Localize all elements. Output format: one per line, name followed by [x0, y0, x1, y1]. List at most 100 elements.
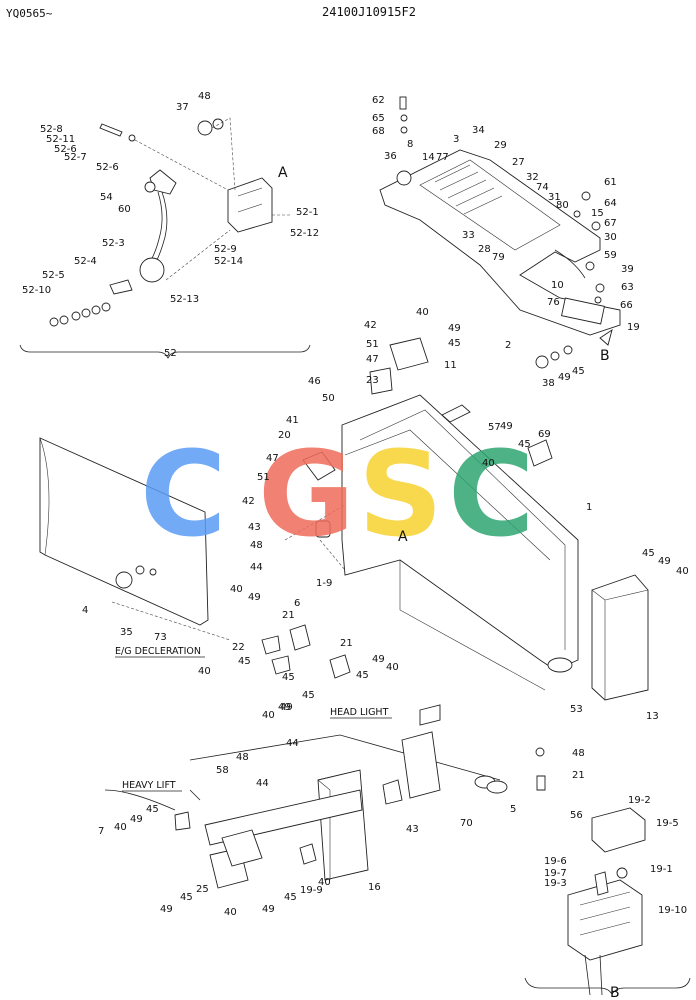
part-number-label: 21 — [282, 610, 295, 621]
part-number-label: 45 — [146, 804, 159, 815]
part-number-label: 50 — [322, 393, 335, 404]
part-number-label: 25 — [196, 884, 209, 895]
lever-assembly-group — [19, 117, 311, 359]
part-number-label: 66 — [620, 300, 633, 311]
part-number-label: 1-9 — [316, 578, 332, 589]
watermark-letter-c2: C — [448, 425, 535, 563]
part-number-label: 45 — [284, 892, 297, 903]
part-number-label: 35 — [120, 627, 133, 638]
part-number-label: 19-2 — [628, 795, 651, 806]
part-number-label: 51 — [257, 472, 270, 483]
view-marker-a-top: A — [278, 165, 288, 181]
part-number-label: 52-6 — [54, 144, 77, 155]
part-number-label: 1 — [586, 502, 592, 513]
part-number-label: 40 — [230, 584, 243, 595]
part-number-label: 8 — [407, 139, 413, 150]
caption-heavy-lift: HEAVY LIFT — [122, 780, 176, 791]
part-number-label: 40 — [318, 877, 331, 888]
serial-range-header: YQ0565~ — [6, 7, 53, 20]
part-number-label: 52-12 — [290, 228, 319, 239]
part-number-label: 47 — [266, 453, 279, 464]
part-number-label: 49 — [160, 904, 173, 915]
caption-eg-deceleration: E/G DECLERATION — [115, 646, 201, 657]
part-number-label: 52-11 — [46, 134, 75, 145]
part-number-label: 58 — [216, 765, 229, 776]
part-number-label: 33 — [462, 230, 475, 241]
console-group — [379, 96, 621, 369]
part-number-label: 20 — [278, 430, 291, 441]
part-number-label: 74 — [536, 182, 549, 193]
part-number-label: 59 — [604, 250, 617, 261]
part-number-label: 40 — [676, 566, 689, 577]
drawing-code-header: 24100J10915F2 — [322, 5, 416, 19]
caption-group-52: 52 — [164, 348, 177, 359]
part-number-label: 19-7 — [544, 868, 567, 879]
part-number-label: 29 — [494, 140, 507, 151]
part-number-label: 44 — [250, 562, 263, 573]
part-number-label: 43 — [248, 522, 261, 533]
watermark-letter-g: G — [258, 425, 355, 563]
part-number-label: 45 — [356, 670, 369, 681]
part-number-label: 40 — [224, 907, 237, 918]
part-number-label: 43 — [406, 824, 419, 835]
part-number-label: 79 — [492, 252, 505, 263]
view-marker-a-frame: A — [398, 529, 408, 545]
part-number-label: 21 — [340, 638, 353, 649]
part-number-label: 68 — [372, 126, 385, 137]
part-number-label: 77 — [436, 152, 449, 163]
part-number-label: 52-9 — [214, 244, 237, 255]
relay-box-group — [524, 807, 691, 996]
part-number-label: 52-14 — [214, 256, 243, 267]
part-number-label: 49 — [448, 323, 461, 334]
part-number-label: 52-5 — [42, 270, 65, 281]
part-number-label: 69 — [538, 429, 551, 440]
part-number-label: 80 — [556, 200, 569, 211]
part-number-label: 57 — [488, 422, 501, 433]
part-number-label: 52-10 — [22, 285, 51, 296]
part-number-label: 40 — [114, 822, 127, 833]
watermark-letter-c: C — [140, 425, 227, 563]
part-number-label: 45 — [642, 548, 655, 559]
part-number-label: 61 — [604, 177, 617, 188]
part-number-label: 13 — [646, 711, 659, 722]
part-number-label: 67 — [604, 218, 617, 229]
part-number-label: 52-13 — [170, 294, 199, 305]
part-number-label: 16 — [368, 882, 381, 893]
part-number-label: 48 — [250, 540, 263, 551]
part-number-label: 65 — [372, 113, 385, 124]
part-number-label: 6 — [294, 598, 300, 609]
part-number-label: 19-6 — [544, 856, 567, 867]
part-number-label: 28 — [478, 244, 491, 255]
part-number-label: 48 — [572, 748, 585, 759]
part-number-label: 45 — [238, 656, 251, 667]
part-number-label: 7 — [98, 826, 104, 837]
part-number-label: 49 — [280, 702, 293, 713]
caption-head-light: HEAD LIGHT — [330, 707, 389, 718]
part-number-label: 3 — [453, 134, 459, 145]
part-number-label: 49 — [658, 556, 671, 567]
part-number-label: 38 — [542, 378, 555, 389]
part-number-label: 51 — [366, 339, 379, 350]
part-number-label: 45 — [302, 690, 315, 701]
part-number-label: 44 — [256, 778, 269, 789]
part-number-label: 40 — [416, 307, 429, 318]
part-number-label: 46 — [308, 376, 321, 387]
part-number-label: 5 — [510, 804, 516, 815]
part-number-label: 54 — [100, 192, 113, 203]
part-number-label: 19 — [627, 322, 640, 333]
part-number-label: 32 — [526, 172, 539, 183]
part-number-label: 52-7 — [64, 152, 87, 163]
part-number-label: 44 — [286, 738, 299, 749]
part-number-label: 19-1 — [650, 864, 673, 875]
part-number-label: 40 — [262, 710, 275, 721]
part-number-label: 52-8 — [40, 124, 63, 135]
part-number-label: 49 — [558, 372, 571, 383]
part-number-label: 49 — [262, 904, 275, 915]
lower-group — [104, 704, 546, 889]
part-number-label: 23 — [366, 375, 379, 386]
view-marker-b-console: B — [600, 348, 610, 364]
part-number-label: 60 — [118, 204, 131, 215]
part-number-label: 41 — [286, 415, 299, 426]
